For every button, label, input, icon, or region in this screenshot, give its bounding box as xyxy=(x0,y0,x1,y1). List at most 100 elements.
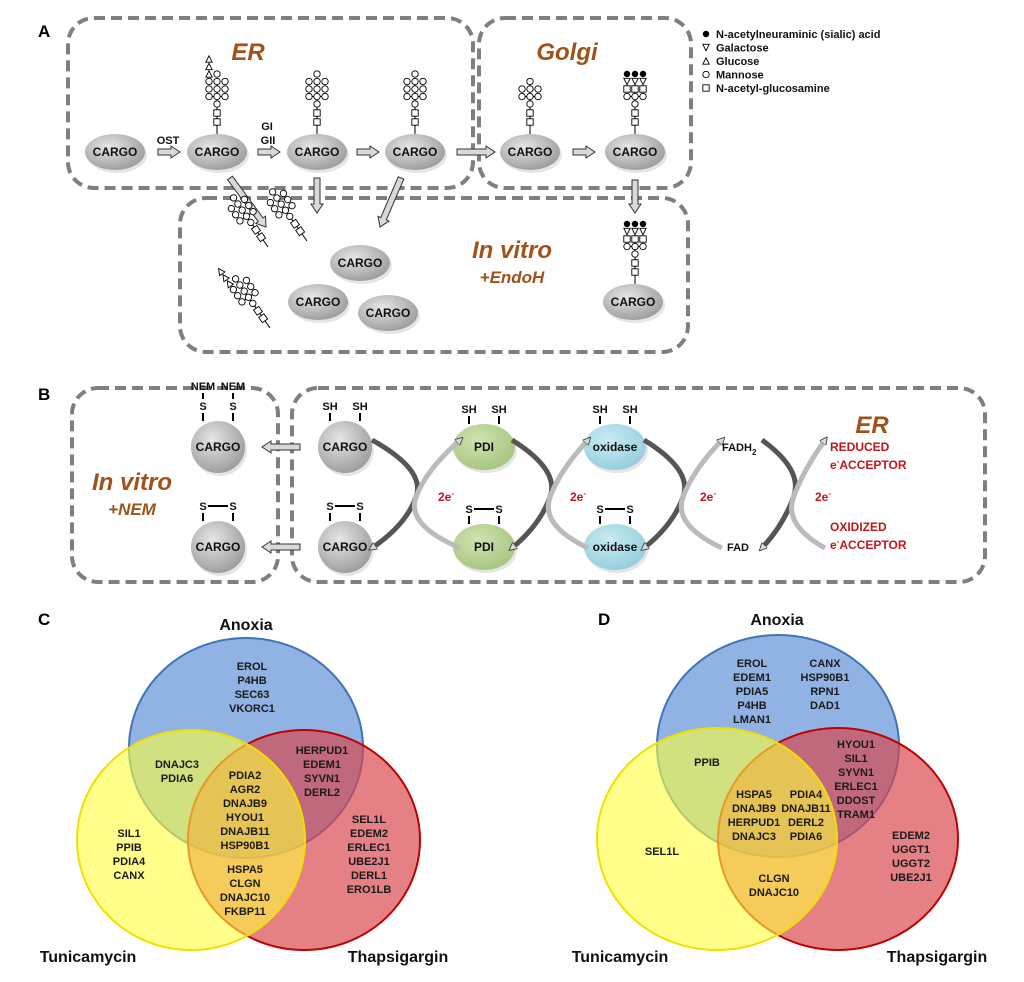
mannose-icon xyxy=(277,200,285,208)
glycan xyxy=(305,70,329,134)
cargo-shape xyxy=(187,134,247,170)
panel-a-label: A xyxy=(38,22,50,41)
glucose-icon xyxy=(205,62,213,71)
glcnac-icon xyxy=(411,109,419,117)
glcnac-icon xyxy=(213,109,221,117)
mannose-icon xyxy=(526,100,534,108)
two-electron-label: 2e- xyxy=(438,489,454,504)
electron-transfer-arrow xyxy=(545,440,588,551)
ost-label: OST xyxy=(157,135,180,147)
arrow-icon xyxy=(377,176,405,228)
galactose-icon xyxy=(631,227,639,236)
gene-thapsigargin_only: UGGT1 xyxy=(892,844,930,856)
glucose-icon xyxy=(205,54,213,63)
fadh2-text: FADH xyxy=(722,442,752,454)
gene-tunicamycin_thapsigargin: CLGN xyxy=(229,878,260,890)
mannose-icon xyxy=(213,85,221,93)
gene-tunicamycin_thapsigargin: CLGN xyxy=(758,873,789,885)
mannose-icon xyxy=(244,293,253,301)
legend-label: Mannose xyxy=(716,70,764,82)
mannose-icon xyxy=(631,250,639,258)
legend-item: Mannose xyxy=(702,70,764,82)
arrow-icon xyxy=(456,145,496,159)
gene-anoxia_only_b: RPN1 xyxy=(810,686,839,698)
gene-tunicamycin_thapsigargin: FKBP11 xyxy=(224,906,266,918)
glcnac-icon xyxy=(313,109,321,117)
mannose-icon xyxy=(639,92,647,101)
gene-tunicamycin_only: PDIA4 xyxy=(113,856,146,868)
mannose-icon xyxy=(205,85,213,93)
gene-anoxia_tunicamycin: PDIA6 xyxy=(161,773,193,785)
gene-thapsigargin_only: EDEM2 xyxy=(350,828,388,840)
venn-set-label: Anoxia xyxy=(219,617,272,634)
glcnac-icon xyxy=(631,268,639,276)
sulfur-label: S xyxy=(229,401,236,413)
cargo-label: CARGO xyxy=(195,145,240,159)
panel-a: A ER Golgi In vitro +EndoH OST GI GII CA… xyxy=(38,16,880,354)
cargo-label: CARGO xyxy=(295,145,340,159)
two-e-text: 2e xyxy=(815,490,829,504)
invitro-title-b: In vitro xyxy=(92,469,172,496)
gene-thapsigargin_only: EDEM2 xyxy=(892,830,930,842)
mannose-icon xyxy=(411,70,419,78)
mannose-icon xyxy=(518,92,526,101)
mannose-icon xyxy=(411,77,419,86)
golgi-compartment-box xyxy=(477,16,693,190)
glcnac-icon xyxy=(639,85,647,93)
cargo-shape xyxy=(330,245,390,281)
mannose-icon xyxy=(411,100,419,108)
cargo-shape xyxy=(603,284,663,320)
mannose-icon xyxy=(279,189,288,198)
venn-set-label: Thapsigargin xyxy=(887,949,987,966)
galactose-icon xyxy=(631,77,639,86)
gene-anoxia_only: EROL xyxy=(237,661,268,673)
mannose-icon xyxy=(631,92,639,101)
mannose-icon xyxy=(526,92,534,101)
gene-anoxia_thapsigargin: SIL1 xyxy=(844,753,867,765)
arrow-icon xyxy=(572,145,596,159)
panel-b-label: B xyxy=(38,385,50,404)
e-text: e xyxy=(830,458,837,472)
invitro-nem-box xyxy=(70,386,280,584)
cargo-label: CARGO xyxy=(196,540,241,554)
nem-label: +NEM xyxy=(108,500,157,519)
cargo-label: CARGO xyxy=(323,440,368,454)
galactose-icon xyxy=(702,43,710,52)
sialic-acid-icon xyxy=(702,30,710,38)
mannose-icon xyxy=(321,77,329,86)
galactose-icon xyxy=(639,77,647,86)
sialic-acid-icon xyxy=(639,70,647,78)
sialic-acid-icon xyxy=(639,220,647,228)
gene-anoxia_only_b: DAD1 xyxy=(810,700,840,712)
two-e-text: 2e xyxy=(438,490,452,504)
two-e-text: 2e xyxy=(570,490,584,504)
cargo-label: CARGO xyxy=(366,306,411,320)
arrow-icon xyxy=(356,145,380,159)
pdi-label: PDI xyxy=(474,440,494,454)
mannose-icon xyxy=(213,70,221,78)
mannose-icon xyxy=(321,92,329,101)
venn-set-label: Thapsigargin xyxy=(348,949,448,966)
mannose-icon xyxy=(273,194,281,202)
reduced-acceptor-label: REDUCED xyxy=(830,440,890,454)
thiol-label: SH xyxy=(622,404,637,416)
gene-anoxia_only_a: LMAN1 xyxy=(733,714,771,726)
two-electron-label: 2e- xyxy=(700,489,716,504)
arrow-icon xyxy=(628,179,642,214)
glcnac-icon xyxy=(411,118,419,126)
mannose-icon xyxy=(403,85,411,93)
sulfur-label: S xyxy=(199,401,206,413)
oxidase-label: oxidase xyxy=(593,540,638,554)
mannose-icon xyxy=(231,275,240,283)
cargo-label: CARGO xyxy=(338,256,383,270)
gene-anoxia_thapsigargin: HYOU1 xyxy=(837,739,875,751)
mannose-icon xyxy=(702,70,710,79)
gene-tunicamycin_only: PPIB xyxy=(116,842,142,854)
legend-label: N-acetylneuraminic (sialic) acid xyxy=(716,29,880,41)
sulfur-label: S xyxy=(356,501,363,513)
